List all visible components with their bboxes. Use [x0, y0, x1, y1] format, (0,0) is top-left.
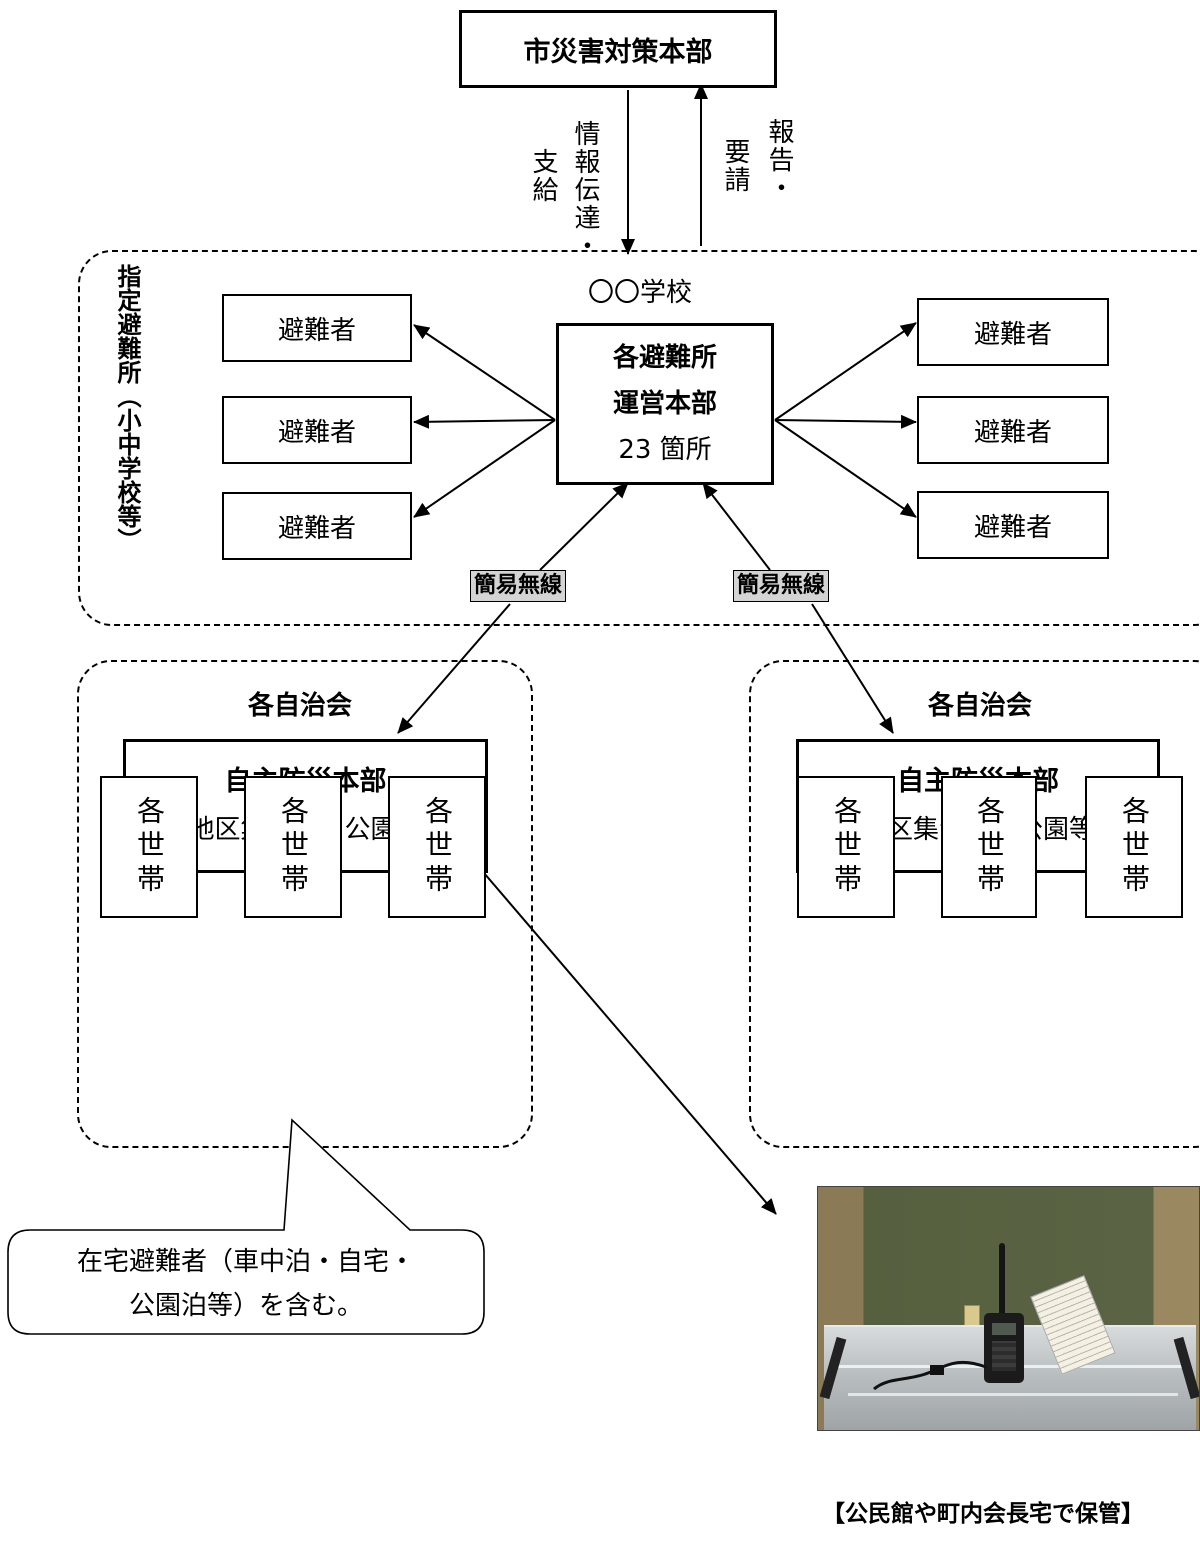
evacuee-label: 避難者 — [973, 319, 1052, 350]
evacuee-label: 避難者 — [973, 512, 1052, 543]
radio-arrow-left-up — [539, 482, 629, 571]
evacuee-box: 避難者 — [917, 396, 1109, 464]
arrow-evac-left-1 — [413, 324, 556, 421]
evacuee-label: 避難者 — [277, 315, 356, 346]
radio-antenna — [999, 1243, 1005, 1321]
radio-display — [992, 1323, 1016, 1335]
radio-arrow-right-up — [702, 482, 771, 571]
city-disaster-hq-box: 市災害対策本部 — [459, 10, 777, 88]
household-box: 各世帯 — [941, 776, 1037, 918]
evacuee-label: 避難者 — [973, 417, 1052, 448]
evacuee-box: 避難者 — [222, 492, 412, 560]
evacuee-box: 避難者 — [222, 396, 412, 464]
association-title-left: 各自治会 — [247, 690, 352, 721]
radio-tag-right: 簡易無線 — [733, 570, 830, 602]
evacuee-box: 避難者 — [917, 491, 1109, 559]
callout-line2: 公園泊等）を含む。 — [128, 1291, 363, 1321]
arrow-evac-right-3 — [774, 419, 917, 518]
radio-cable — [873, 1360, 987, 1391]
info-down-label-col2: 支給 — [528, 148, 558, 204]
household-box: 各世帯 — [100, 776, 198, 918]
household-label: 各世帯 — [830, 796, 863, 898]
callout-line1: 在宅避難者（車中泊・自宅・ — [76, 1247, 415, 1277]
evacuee-box: 避難者 — [917, 298, 1109, 366]
radio-tag-left: 簡易無線 — [470, 570, 567, 602]
radio-storage-photo — [817, 1186, 1200, 1431]
evacuee-label: 避難者 — [277, 417, 356, 448]
shelter-hq-line3: 23 箇所 — [618, 435, 712, 465]
designated-shelter-side-label: 指定避難所（小中学校等） — [113, 264, 141, 552]
household-label: 各世帯 — [421, 796, 454, 898]
household-label: 各世帯 — [973, 796, 1006, 898]
household-box: 各世帯 — [797, 776, 895, 918]
report-up-label-group: 報告・ 要請 — [716, 118, 802, 228]
household-label: 各世帯 — [133, 796, 166, 898]
household-box: 各世帯 — [1085, 776, 1183, 918]
shelter-operation-hq-box: 各避難所 運営本部 23 箇所 — [556, 323, 774, 485]
shelter-hq-line1: 各避難所 — [612, 343, 717, 373]
arrow-evac-right-2 — [774, 414, 917, 429]
radio-keypad — [992, 1341, 1016, 1371]
storage-box-lid-ridge — [848, 1393, 1178, 1396]
photo-caption: 【公民館や町内会長宅で保管】 — [822, 1501, 1144, 1527]
radio-device — [984, 1313, 1024, 1383]
info-down-label-group: 情報伝達・ 支給 — [524, 120, 610, 260]
evacuee-label: 避難者 — [277, 513, 356, 544]
callout-text: 在宅避難者（車中泊・自宅・ 公園泊等）を含む。 — [10, 1234, 482, 1334]
household-box: 各世帯 — [388, 776, 486, 918]
association-title-right: 各自治会 — [927, 690, 1032, 721]
household-label: 各世帯 — [1118, 796, 1151, 898]
report-up-label-col2: 要請 — [720, 138, 750, 194]
evacuee-box: 避難者 — [222, 294, 412, 362]
report-up-label-col1: 報告・ — [764, 118, 794, 202]
school-label: 〇〇学校 — [587, 277, 692, 308]
household-box: 各世帯 — [244, 776, 342, 918]
callout-bubble — [7, 1118, 485, 1335]
info-down-label-col1: 情報伝達・ — [570, 120, 600, 260]
shelter-hq-line2: 運営本部 — [612, 389, 717, 419]
household-label: 各世帯 — [277, 796, 310, 898]
city-disaster-hq-title: 市災害対策本部 — [523, 36, 713, 68]
arrow-evac-left-3 — [413, 419, 556, 518]
designated-shelter-area — [78, 250, 1200, 626]
neighborhood-association-area-right — [749, 660, 1200, 1148]
arrow-evac-left-2 — [413, 414, 556, 429]
arrow-evac-right-1 — [774, 322, 917, 421]
